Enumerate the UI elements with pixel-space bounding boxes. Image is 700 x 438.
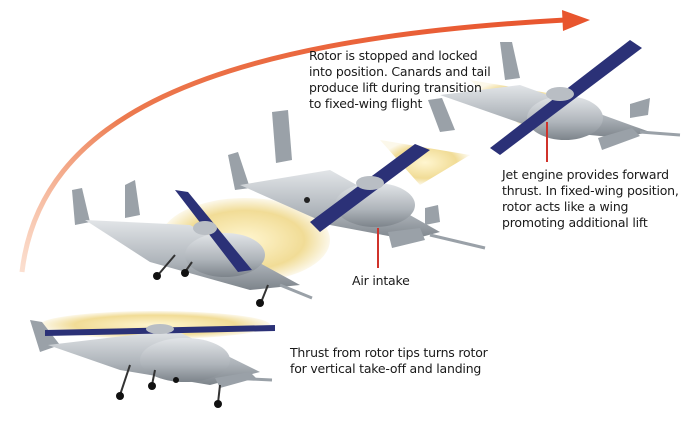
aircraft-air-intake: [228, 110, 486, 250]
air-intake-callout: Air intake: [352, 273, 410, 288]
aircraft-transition-rotor: [72, 180, 330, 307]
thrust-callout: Thrust from rotor tips turns rotor for v…: [290, 345, 488, 376]
arrowhead-icon: [562, 10, 590, 31]
jet-engine-callout: Jet engine provides forward thrust. In f…: [502, 167, 679, 230]
aircraft-fixed-wing: [428, 40, 681, 155]
aircraft-vertical-takeoff: [30, 311, 275, 408]
progression-arrow: [19, 17, 566, 273]
rotor-locked-callout: Rotor is stopped and locked into positio…: [309, 48, 491, 111]
